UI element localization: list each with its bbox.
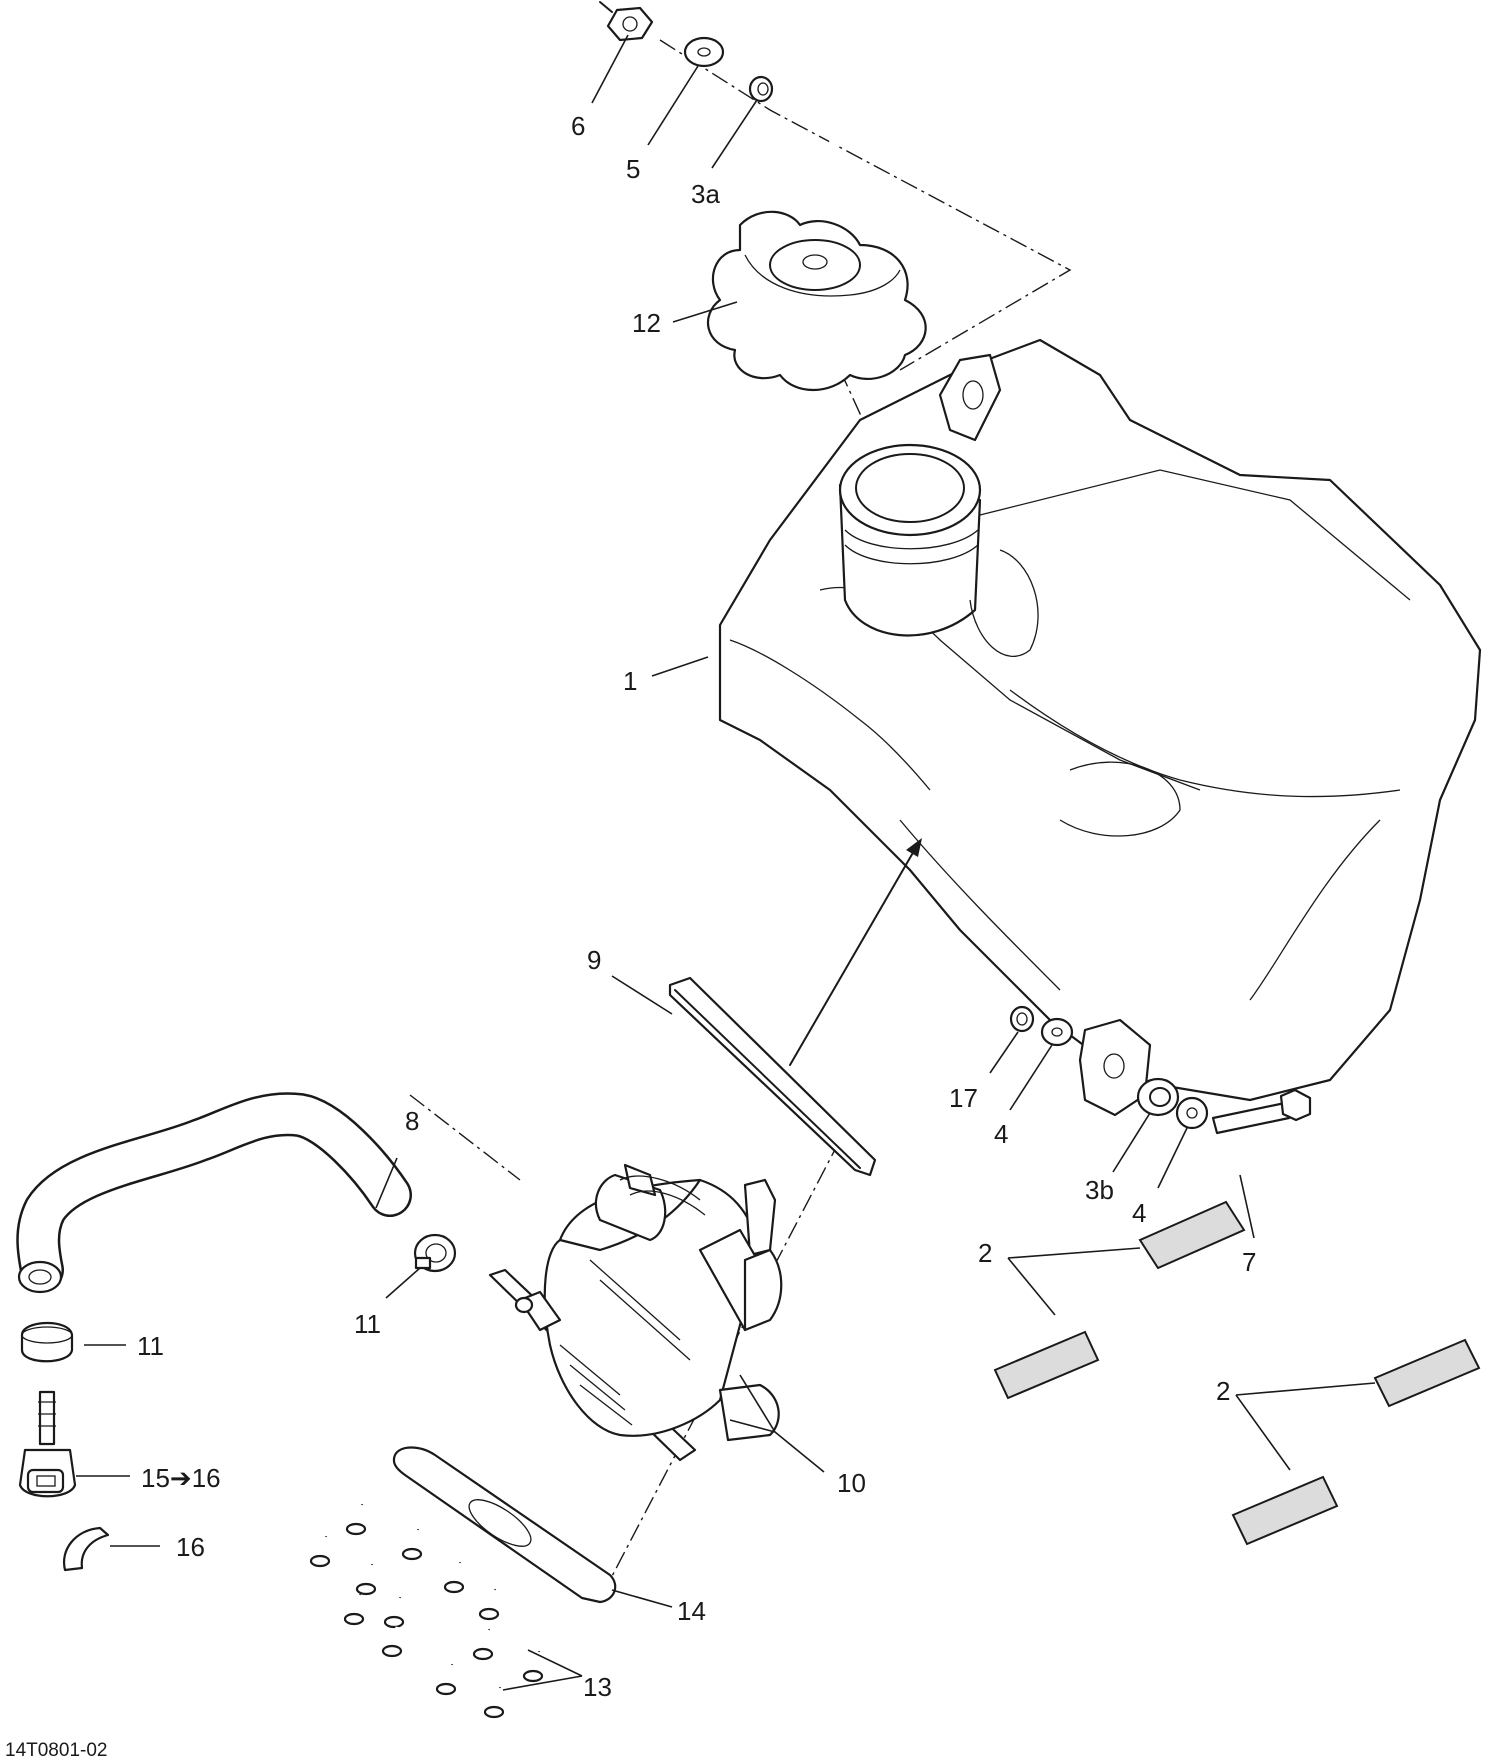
- rubber-pad-part-2-a: [1138, 1200, 1246, 1270]
- callout-14: 14: [677, 1596, 706, 1626]
- callout-8: 8: [405, 1106, 419, 1136]
- callout-leader-lines: [76, 34, 1376, 1691]
- washer-part-4-upper: [1040, 1017, 1074, 1047]
- gasket-part-9: [668, 976, 877, 1177]
- callout-6: 6: [571, 111, 585, 141]
- callout-4-lower: 4: [1132, 1198, 1146, 1228]
- callout-4-upper: 4: [994, 1119, 1008, 1149]
- rubber-pad-part-2-c: [1373, 1338, 1481, 1408]
- callout-17: 17: [949, 1083, 978, 1113]
- callout-16: 16: [176, 1532, 205, 1562]
- callout-3b: 3b: [1085, 1175, 1114, 1205]
- callout-labels: 6 5 3a 12 1 9 8 11 11 15➔16 16 10 14 13 …: [5, 111, 1256, 1761]
- callout-9: 9: [587, 945, 601, 975]
- assembly-arrow: [789, 838, 922, 1066]
- bolt-part-7: [1211, 1088, 1312, 1135]
- quick-connector-part-15: [18, 1390, 77, 1498]
- fuel-cap-part-12: [706, 210, 927, 392]
- fuel-tank-part-1: [718, 338, 1482, 1117]
- callout-7: 7: [1242, 1247, 1256, 1277]
- fuel-pump-part-10: [488, 1163, 783, 1462]
- callout-11-inline: 11: [354, 1309, 381, 1339]
- nut-part-6: [599, 1, 654, 42]
- washer-part-4-lower: [1175, 1096, 1209, 1130]
- retaining-clip-part-16: [62, 1526, 110, 1572]
- vent-hose: [817, 49, 1166, 306]
- hose-clamp-part-11-loose: [20, 1321, 74, 1363]
- callout-5: 5: [626, 154, 640, 184]
- callout-12: 12: [632, 308, 661, 338]
- retainer-plate-part-14: [392, 1446, 617, 1604]
- callout-3a: 3a: [691, 179, 720, 209]
- callout-10: 10: [837, 1468, 866, 1498]
- grommet-part-3b: [1136, 1077, 1180, 1117]
- callout-13: 13: [583, 1672, 612, 1702]
- callout-11-loose: 11: [137, 1331, 164, 1361]
- screws-part-13: [309, 1504, 544, 1719]
- nut-part-17: [1009, 1005, 1035, 1033]
- hose-clamp-part-11-inline: [413, 1233, 457, 1273]
- diagram-code: 14T0801-02: [5, 1740, 107, 1761]
- callout-2-right: 2: [1216, 1376, 1230, 1406]
- rubber-pad-part-2-d: [1231, 1475, 1339, 1546]
- washer-part-5: [683, 36, 725, 68]
- fuel-hose-part-8: [16, 1092, 412, 1294]
- callout-2-left: 2: [978, 1238, 992, 1268]
- bushing-part-3a: [748, 75, 774, 103]
- callout-15-16: 15➔16: [141, 1463, 221, 1493]
- callout-1: 1: [623, 666, 637, 696]
- rubber-pad-part-2-b: [993, 1330, 1100, 1400]
